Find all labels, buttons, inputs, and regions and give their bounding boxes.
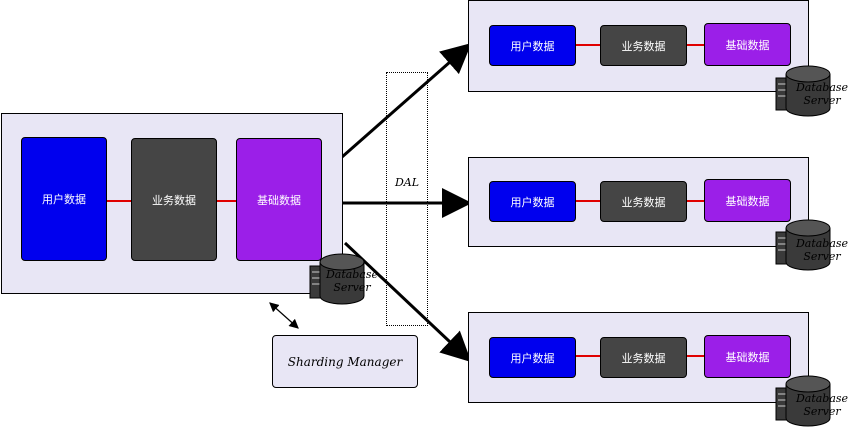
base-data-label: 基础数据 xyxy=(257,193,301,207)
shard-2-business-data-label: 业务数据 xyxy=(621,195,666,209)
business-data-node: 业务数据 xyxy=(131,138,217,261)
user-data-node: 用户数据 xyxy=(21,137,107,261)
arrow-manager-link xyxy=(269,302,299,329)
shard-1-business-data-label: 业务数据 xyxy=(621,39,666,53)
link-business-base xyxy=(216,200,237,202)
dal-label: DAL xyxy=(394,176,420,189)
shard-1-base-data-node: 基础数据 xyxy=(704,23,791,66)
shard-2-base-data-node: 基础数据 xyxy=(704,179,791,222)
user-data-label: 用户数据 xyxy=(42,193,86,206)
shard-2-base-data-label: 基础数据 xyxy=(725,194,770,208)
shard-3-base-data-label: 基础数据 xyxy=(725,350,770,364)
link-user-business xyxy=(106,200,132,202)
shard-2-link-user-business xyxy=(575,200,601,202)
database-server-label: Database Server xyxy=(325,268,379,294)
shard-1-business-data-node: 业务数据 xyxy=(600,25,687,66)
shard-1-database-server-label: Database Server xyxy=(795,81,849,107)
shard-3-user-data-node: 用户数据 xyxy=(489,337,576,378)
arrow-to-shard-1 xyxy=(341,43,472,159)
sharding-manager-label: Sharding Manager xyxy=(287,354,403,369)
shard-3-database-server-icon xyxy=(775,375,831,427)
business-data-label: 业务数据 xyxy=(152,193,196,207)
shard-2-user-data-node: 用户数据 xyxy=(489,181,576,222)
database-server-icon xyxy=(309,253,365,305)
arrow-to-shard-3 xyxy=(343,241,472,363)
base-data-node: 基础数据 xyxy=(236,138,322,261)
shard-3-business-data-node: 业务数据 xyxy=(600,337,687,378)
shard-1-database-server-icon xyxy=(775,65,831,117)
shard-3-link-business-base xyxy=(686,355,705,357)
shard-2-user-data-label: 用户数据 xyxy=(510,195,555,209)
sharding-manager: Sharding Manager xyxy=(272,335,418,388)
shard-3-user-data-label: 用户数据 xyxy=(510,351,555,365)
shard-2-link-business-base xyxy=(686,200,705,202)
shard-3-link-user-business xyxy=(575,355,601,357)
shard-1-user-data-node: 用户数据 xyxy=(489,25,576,66)
shard-1-link-user-business xyxy=(575,44,601,46)
shard-3-business-data-label: 业务数据 xyxy=(621,351,666,365)
dal-box xyxy=(386,72,428,326)
shard-2-business-data-node: 业务数据 xyxy=(600,181,687,222)
shard-1-base-data-label: 基础数据 xyxy=(725,38,770,52)
shard-1-user-data-label: 用户数据 xyxy=(510,39,555,53)
shard-1-link-business-base xyxy=(686,44,705,46)
shard-3-base-data-node: 基础数据 xyxy=(704,335,791,378)
shard-3-database-server-label: Database Server xyxy=(795,392,849,418)
shard-2-database-server-label: Database Server xyxy=(795,237,849,263)
shard-2-database-server-icon xyxy=(775,219,831,271)
